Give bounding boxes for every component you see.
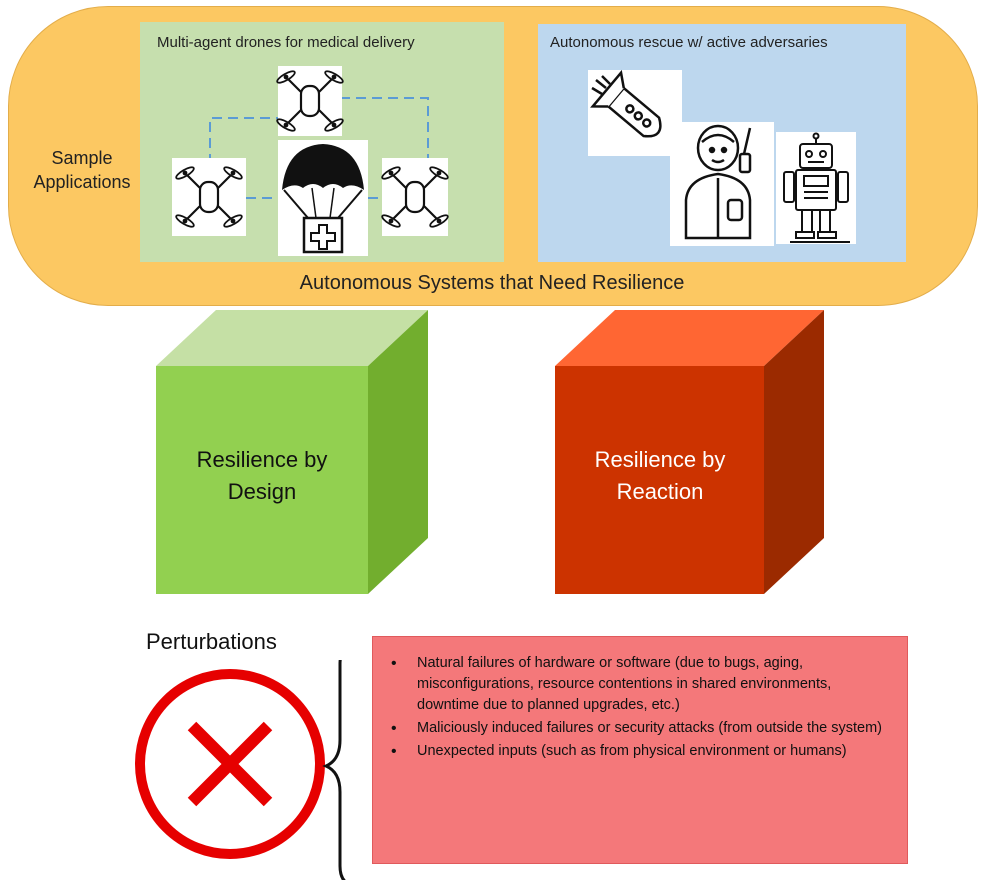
error-x-icon — [135, 660, 346, 880]
resilience-by-design-cube — [156, 310, 428, 594]
missile-icon — [588, 69, 682, 156]
perturbations-title: Perturbations — [146, 629, 277, 654]
drones-illustration — [172, 66, 451, 256]
failures-list: Natural failures of hardware or software… — [373, 637, 907, 762]
design-cube-label: Resilience by Design — [196, 447, 328, 504]
reaction-cube-label: Resilience by Reaction — [594, 447, 726, 504]
banner-caption: Autonomous Systems that Need Resilience — [299, 272, 685, 294]
failures-box: Natural failures of hardware or software… — [372, 636, 908, 864]
sample-applications-label: Sample Applications — [33, 148, 131, 192]
failure-item: Unexpected inputs (such as from physical… — [391, 741, 887, 762]
drone-icon — [379, 158, 451, 236]
drone-icon — [274, 66, 346, 136]
robot-icon — [776, 132, 856, 244]
failure-item: Maliciously induced failures or security… — [391, 718, 887, 739]
rescue-panel-title: Autonomous rescue w/ active adversaries — [550, 34, 828, 51]
failure-item: Natural failures of hardware or software… — [391, 653, 887, 716]
drone-icon — [172, 158, 246, 236]
resilience-by-reaction-cube — [555, 310, 824, 594]
rescue-illustration — [588, 69, 856, 246]
rescue-worker-icon — [670, 122, 774, 246]
drones-panel-title: Multi-agent drones for medical delivery — [157, 34, 415, 51]
cubes-illustration — [156, 310, 824, 594]
parachute-medical-package-icon — [278, 140, 368, 256]
